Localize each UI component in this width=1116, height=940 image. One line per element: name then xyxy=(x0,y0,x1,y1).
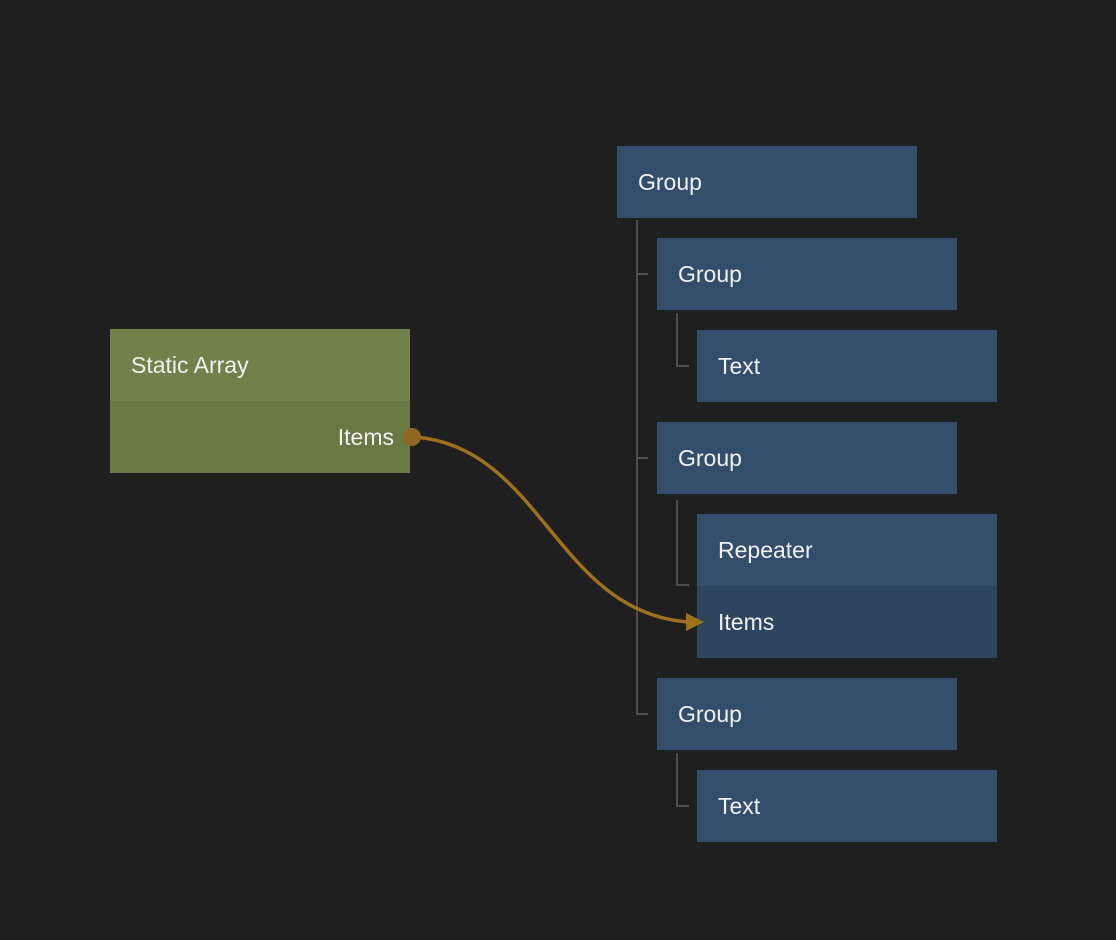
node-group-1[interactable]: Group xyxy=(657,238,957,310)
repeater-items-label: Items xyxy=(718,608,775,635)
text-2-label: Text xyxy=(718,792,761,819)
repeater-items-input-row[interactable]: Items xyxy=(697,586,997,658)
group-root-header[interactable]: Group xyxy=(617,146,917,218)
text-1-header[interactable]: Text xyxy=(697,330,997,402)
static-array-items-port-row[interactable]: Items xyxy=(110,401,410,473)
node-static-array[interactable]: Static Array Items xyxy=(110,329,410,473)
group-3-label: Group xyxy=(678,700,742,727)
group-2-header[interactable]: Group xyxy=(657,422,957,494)
group-2-label: Group xyxy=(678,444,742,471)
node-text-1[interactable]: Text xyxy=(697,330,997,402)
items-output-port-label: Items xyxy=(337,423,394,450)
tree-line-group2-to-repeater xyxy=(676,500,689,586)
node-group-3[interactable]: Group xyxy=(657,678,957,750)
connection-curve xyxy=(413,435,690,624)
tree-line-root-trunk xyxy=(636,220,648,715)
node-group-root[interactable]: Group xyxy=(617,146,917,218)
node-repeater[interactable]: Repeater Items xyxy=(697,514,997,658)
tree-line-group3-to-text2 xyxy=(676,753,689,807)
static-array-title: Static Array xyxy=(131,351,249,378)
repeater-label: Repeater xyxy=(718,536,813,563)
repeater-header[interactable]: Repeater xyxy=(697,514,997,586)
group-root-label: Group xyxy=(638,168,702,195)
static-array-header[interactable]: Static Array xyxy=(110,329,410,401)
group-1-header[interactable]: Group xyxy=(657,238,957,310)
node-text-2[interactable]: Text xyxy=(697,770,997,842)
tree-line-group1-to-text1 xyxy=(676,313,689,367)
text-1-label: Text xyxy=(718,352,761,379)
text-2-header[interactable]: Text xyxy=(697,770,997,842)
node-group-2[interactable]: Group xyxy=(657,422,957,494)
group-3-header[interactable]: Group xyxy=(657,678,957,750)
group-1-label: Group xyxy=(678,260,742,287)
